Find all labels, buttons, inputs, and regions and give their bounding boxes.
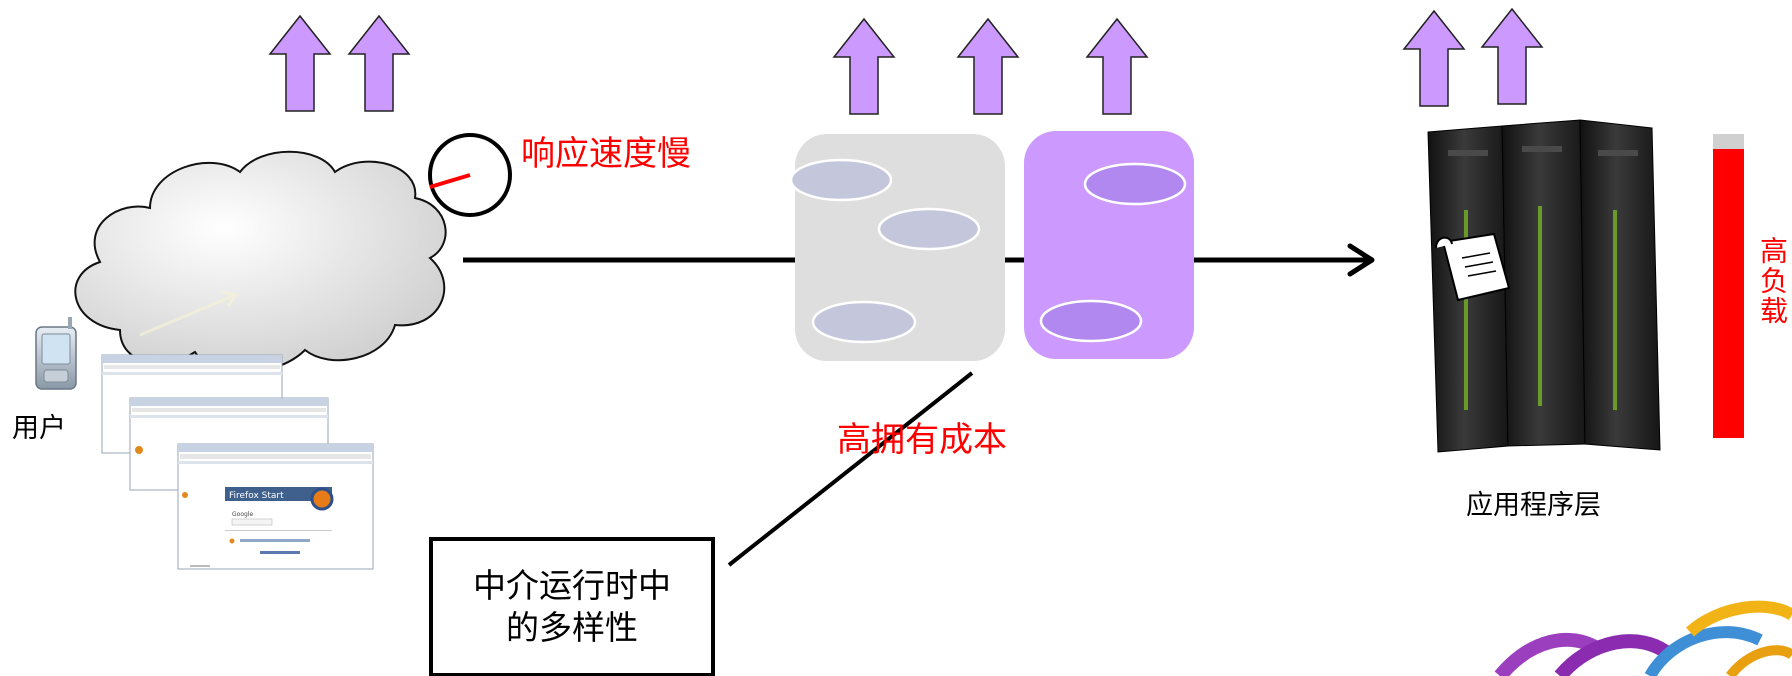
up-arrow-icon: [348, 15, 410, 112]
load-meter-fill: [1713, 149, 1744, 438]
up-arrow-icon: [269, 15, 331, 112]
up-arrow-icon: [1403, 10, 1465, 107]
pointer-line: [727, 371, 974, 567]
up-arrow-icon: [957, 18, 1019, 115]
cloud-icon: [74, 150, 447, 373]
up-arrow-icon: [833, 18, 895, 115]
runtime-oval: [789, 158, 893, 202]
firefox-logo-icon: [310, 487, 334, 511]
middleware-diversity-text: 中介运行时中 的多样性: [473, 566, 671, 647]
browser-windows-stack: Firefox Start Google: [101, 354, 374, 570]
config-scroll-icon: [1435, 232, 1511, 302]
runtime-oval: [811, 300, 917, 344]
up-arrow-icon: [1086, 18, 1148, 115]
load-meter: [1713, 134, 1744, 438]
start-page-header: [225, 487, 332, 501]
arrowhead-icon: [1347, 243, 1375, 277]
high-load-label: 高负载: [1756, 236, 1789, 326]
search-brand: Google: [232, 511, 253, 518]
start-page-title: Firefox Start: [229, 491, 284, 501]
middleware-diversity-box: [429, 537, 715, 676]
slow-response-clock-icon: [428, 133, 512, 217]
middleware-runtime-pods: [789, 131, 1194, 361]
runtime-oval: [1083, 162, 1187, 206]
decorative-logo-icon: [1494, 600, 1792, 676]
runtime-oval: [1039, 299, 1143, 343]
mobile-phone-icon: [35, 317, 77, 390]
slow-response-label: 响应速度慢: [521, 134, 691, 174]
high-cost-label: 高拥有成本: [837, 420, 1007, 460]
app-layer-label: 应用程序层: [1466, 490, 1601, 521]
user-label: 用户: [12, 413, 66, 444]
runtime-oval: [877, 207, 981, 251]
up-arrow-icon: [1481, 8, 1543, 105]
